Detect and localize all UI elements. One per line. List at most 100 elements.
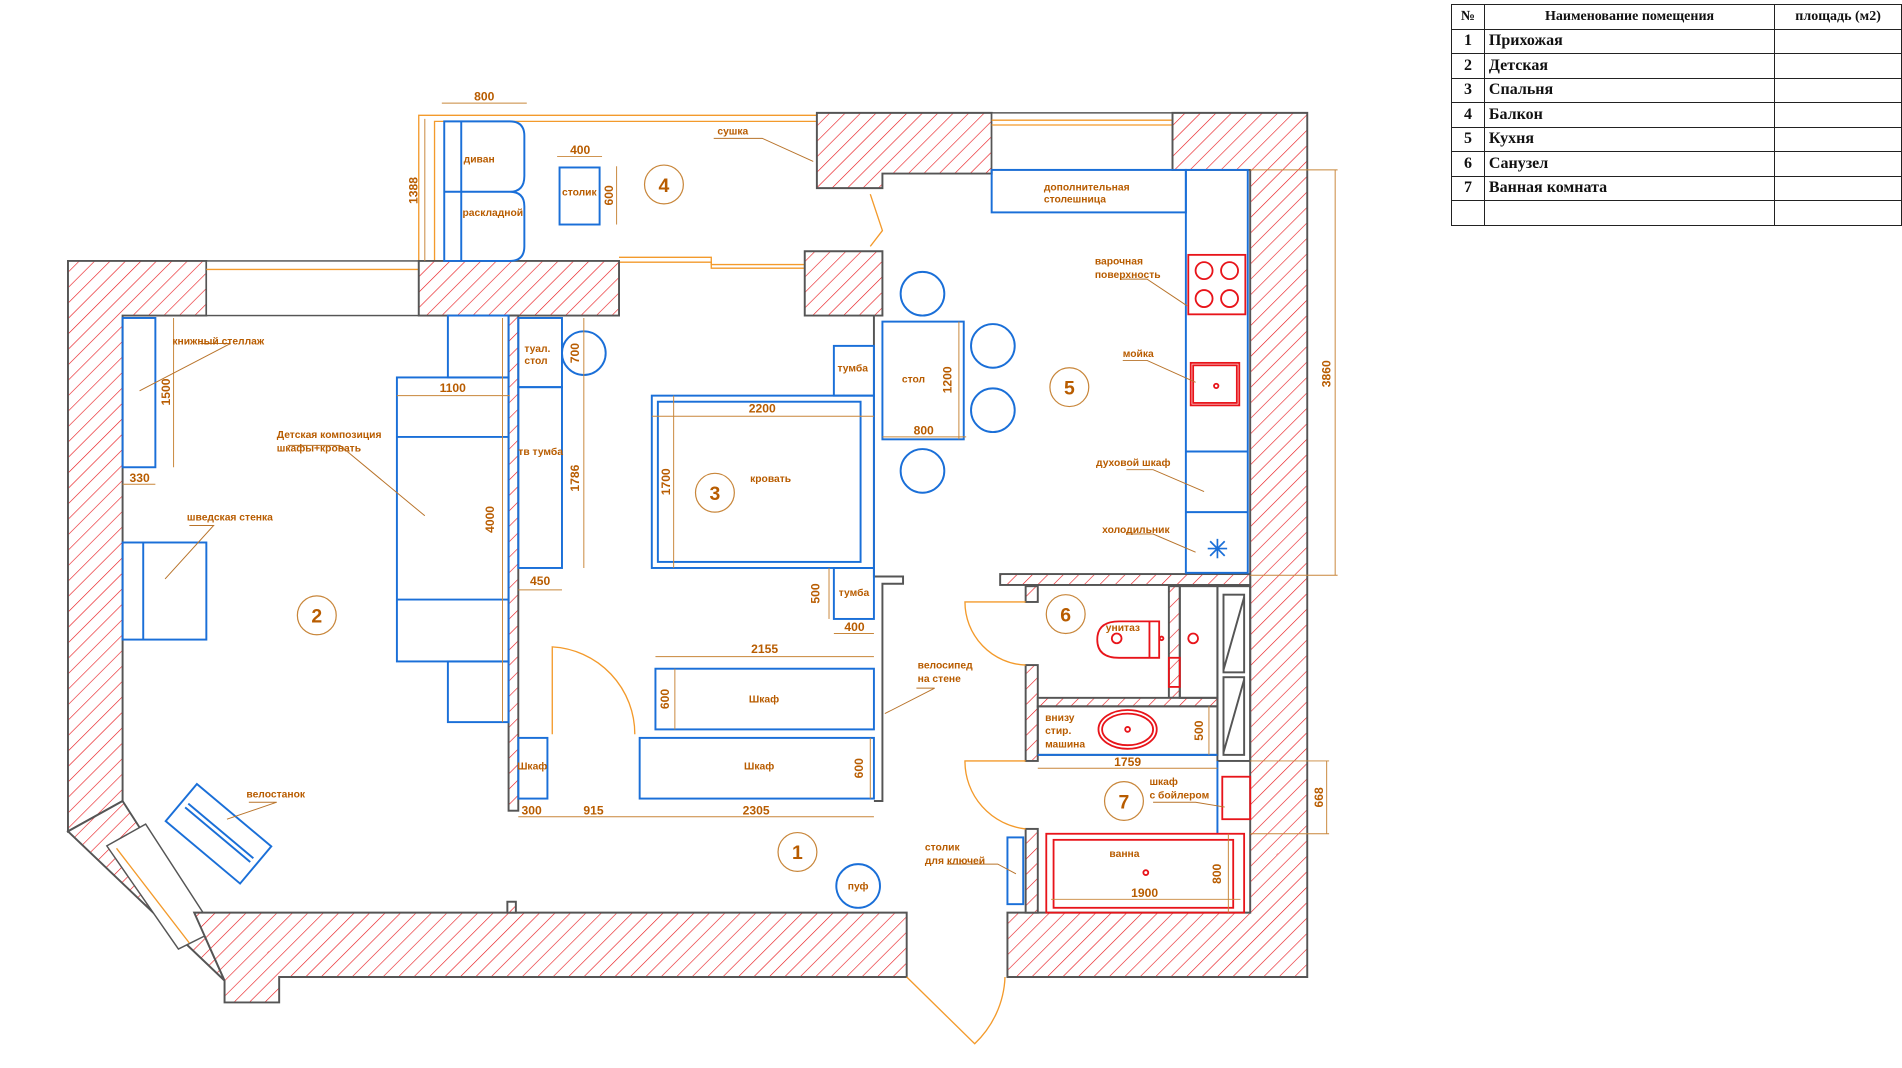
label-wardrobe: Шкаф: [744, 760, 774, 772]
furniture-labels: диван раскладной столик сушка дополнител…: [172, 127, 1209, 893]
room-number-5: 5: [1049, 367, 1090, 408]
dimension-label: 600: [602, 185, 616, 205]
door-balcony: [869, 193, 884, 247]
dimension-label: 1500: [159, 378, 173, 405]
dimension-label: Балкон: [1483, 102, 1776, 128]
dimension-label: 2305: [743, 803, 770, 817]
dimension-label: 668: [1312, 787, 1326, 807]
label-nightstand: тумба: [839, 587, 870, 599]
label-kids-combo: шкафы+кровать: [277, 442, 361, 454]
dimension-label: [1774, 175, 1902, 201]
exterior-walls: [66, 111, 1309, 1004]
label-washer: внизу: [1045, 713, 1075, 724]
dimension-label: 300: [522, 803, 542, 817]
label-swedish-wall: шведская стенка: [187, 513, 273, 524]
dimension-label: Санузел: [1483, 151, 1776, 177]
dimension-label: 500: [808, 583, 822, 603]
dimension-label: Прихожая: [1483, 28, 1776, 54]
label-washer: машина: [1045, 740, 1085, 751]
pouf: [835, 863, 881, 909]
dimension-label: 1759: [1114, 755, 1141, 769]
door-bedroom: [551, 646, 636, 735]
bike-trainer: [164, 782, 273, 885]
dimension-label: 2155: [751, 642, 778, 656]
wall-bottom: [192, 911, 908, 1004]
key-table: [1006, 836, 1025, 906]
dimension-label: 3860: [1319, 360, 1333, 387]
dimension-label: 3: [1451, 77, 1485, 103]
dimension-label: 450: [530, 574, 550, 588]
dimension-label: 800: [914, 423, 934, 437]
doors: [551, 193, 1026, 1045]
dimension-label: 2200: [749, 402, 776, 416]
dimension-label: 5: [1451, 126, 1485, 152]
dimension-label: 400: [844, 620, 864, 634]
dimension-label: 400: [570, 143, 590, 157]
wardrobe: [638, 736, 875, 800]
label-oven: духовой шкаф: [1096, 457, 1170, 469]
tv-stand: [517, 386, 563, 569]
label-bed: кровать: [750, 474, 791, 485]
bathtub: [1045, 832, 1246, 914]
kitchen-counter: [1184, 168, 1249, 574]
balcony-table: [558, 166, 601, 226]
label-boiler: с бойлером: [1149, 790, 1209, 802]
label-boiler: шкаф: [1149, 776, 1177, 788]
dimension-label: 1900: [1131, 886, 1158, 900]
dimension-label: Детская: [1483, 53, 1776, 79]
snowflake-icon: [1207, 538, 1228, 559]
label-wardrobe: Шкаф: [749, 694, 779, 706]
bed: [650, 394, 875, 569]
dimension-label: 1200: [941, 366, 955, 393]
dimension-label: 800: [1210, 863, 1224, 883]
dimension-labels: 800 1388 400 600 3860 1200 800 1500 330 …: [129, 90, 1333, 900]
window-kitchen: [990, 112, 1174, 171]
hob: [1187, 253, 1247, 316]
dimension-label: Кухня: [1483, 126, 1776, 152]
washbasin: [1097, 709, 1158, 750]
label-bike-rack: на стене: [918, 674, 962, 685]
label-dining-table: стол: [902, 374, 925, 385]
label-pouf: пуф: [848, 881, 869, 893]
chair: [970, 323, 1016, 369]
dimension-label: [1774, 77, 1902, 103]
dimension-label: 500: [1192, 720, 1206, 740]
dimension-label: [1774, 151, 1902, 177]
toilet: [1096, 620, 1161, 659]
label-toilet: унитаз: [1106, 623, 1140, 634]
boiler-cabinet: [1221, 775, 1252, 821]
label-kids-combo: Детская композиция: [277, 430, 382, 441]
label-hob: варочная: [1095, 257, 1143, 268]
label-dressing-table: стол: [524, 356, 547, 367]
label-sofa: раскладной: [462, 208, 523, 219]
dimension-label: 3: [710, 483, 721, 505]
label-sink: мойка: [1123, 349, 1154, 360]
label-dressing-table: туал.: [524, 344, 550, 355]
wall-right: [1006, 111, 1309, 978]
dimension-label: 2: [1451, 53, 1485, 79]
dimension-label: 7: [1119, 791, 1130, 813]
wall-top-middle: [417, 259, 621, 317]
dimension-label: 600: [658, 689, 672, 709]
nightstand: [832, 344, 875, 397]
door-wc: [964, 601, 1026, 666]
dimension-label: [1774, 126, 1902, 152]
room-number-1: 1: [777, 831, 818, 872]
wall-kitchen-bottom: [999, 573, 1252, 586]
door-entrance: [906, 976, 1006, 1045]
dimension-label: 800: [474, 90, 494, 104]
label-small-table: столик: [562, 187, 598, 198]
dimension-label: 4: [659, 175, 670, 197]
legend-row: [1451, 200, 1902, 226]
dimension-label: 1: [1451, 28, 1485, 54]
label-tv-stand: тв тумба: [518, 446, 563, 458]
dimension-label: 1: [792, 842, 803, 864]
dimension-label: 915: [583, 803, 603, 817]
dimension-label: [1774, 28, 1902, 54]
label-key-table: для ключей: [925, 856, 985, 867]
chair: [899, 270, 946, 317]
